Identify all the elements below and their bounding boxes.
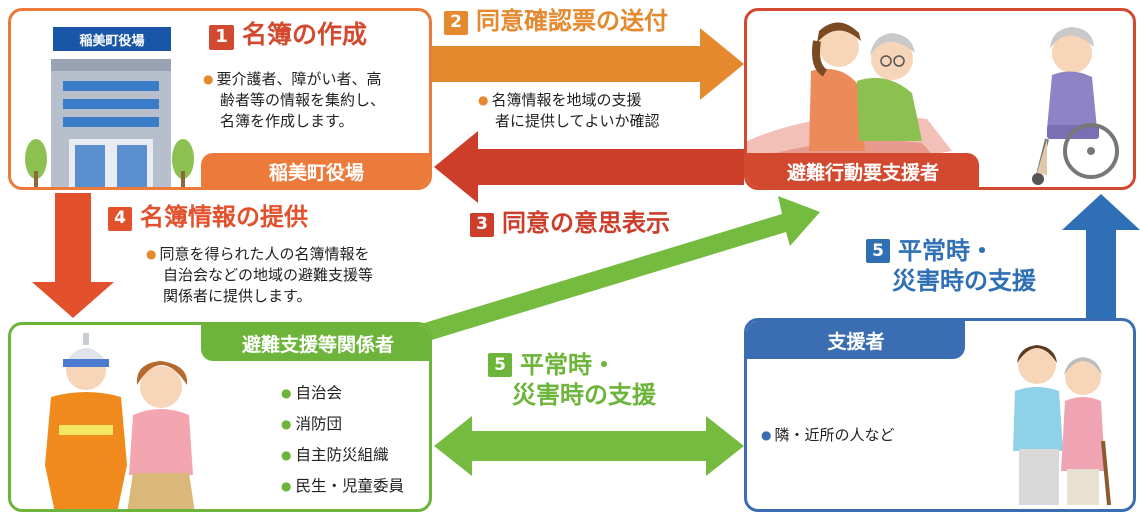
- bullet-dot: ●: [203, 72, 214, 86]
- list-item: ●消防団: [281, 412, 404, 443]
- town-hall-box: 稲美町役場 1 名簿の作成 ●要介護者、障がい者、高 齢者等の情報を集約し、 名…: [8, 8, 432, 190]
- elderly-woman-icon: [857, 33, 922, 141]
- note-line: 同意を得られた人の名簿情報を: [159, 245, 370, 263]
- arrow-diagonal-support: [421, 196, 820, 342]
- town-hall-tab: 稲美町役場: [201, 153, 429, 187]
- bullet-dot: ●: [281, 448, 292, 462]
- note-line: 名簿情報を地域の支援: [491, 91, 642, 109]
- list-item-label: 自治会: [295, 384, 342, 402]
- neighbor-couple-icon: [1013, 345, 1111, 506]
- step1-number: 1: [209, 25, 234, 50]
- step5-right-line1: 平常時・: [898, 237, 994, 265]
- list-item: ●自治会: [281, 381, 404, 412]
- step2-label: 同意確認票の送付: [476, 7, 668, 35]
- arrow-supporter-help: [1062, 194, 1140, 318]
- step3-title: 3 同意の意思表示: [470, 210, 670, 237]
- bullet-dot: ●: [281, 417, 292, 431]
- step4-title: 4 名簿情報の提供: [108, 204, 308, 231]
- caregiver-icon: [809, 22, 865, 151]
- step5-center-number: 5: [488, 353, 512, 377]
- evacuee-box: 避難行動要支援者: [744, 8, 1136, 190]
- step5-right-number: 5: [866, 239, 890, 263]
- building-sign: 稲美町役場: [53, 27, 171, 51]
- tree-icon: [172, 139, 194, 187]
- note-line: 者に提供してよいか確認: [495, 112, 660, 130]
- step4-label: 名簿情報の提供: [140, 203, 308, 231]
- arrow-list-provide: [32, 193, 114, 318]
- supporter-illustration: [1013, 345, 1111, 506]
- supporter-note-label: 隣・近所の人など: [774, 426, 895, 444]
- step2-note: ●名簿情報を地域の支援 者に提供してよいか確認: [478, 90, 660, 132]
- arrow-consent-reply: [434, 131, 744, 203]
- stakeholders-list: ●自治会 ●消防団 ●自主防災組織 ●民生・児童委員: [281, 381, 404, 505]
- step5-right-title: 5 平常時・ 災害時の支援: [866, 236, 1036, 296]
- list-item-label: 消防団: [295, 415, 342, 433]
- note-line: 自治会などの地域の避難支援等: [163, 266, 374, 284]
- arrow-consent-send: [432, 28, 744, 100]
- step5-right-line2: 災害時の支援: [892, 267, 1036, 295]
- supporter-note: ●隣・近所の人など: [761, 425, 895, 446]
- supporter-box: 支援者 ●隣・近所の人など: [744, 318, 1136, 512]
- step5-center-title: 5 平常時・ 災害時の支援: [488, 350, 656, 410]
- bullet-dot: ●: [281, 479, 292, 493]
- list-item: ●自主防災組織: [281, 443, 404, 474]
- stakeholders-tab: 避難支援等関係者: [201, 325, 429, 361]
- tree-icon: [25, 139, 47, 187]
- building-illustration: [25, 59, 194, 187]
- step4-number: 4: [108, 207, 132, 231]
- building-icon: [51, 59, 171, 187]
- stakeholders-box: 避難支援等関係者 ●自治会 ●消防団 ●自主防災組織 ●民生・児童委員: [8, 322, 432, 512]
- step4-note: ●同意を得られた人の名簿情報を 自治会などの地域の避難支援等 関係者に提供します…: [146, 244, 373, 307]
- note-line: 関係者に提供します。: [163, 287, 312, 305]
- stakeholders-illustration: [45, 333, 195, 509]
- step5-center-line1: 平常時・: [520, 351, 616, 379]
- wheelchair-user-icon: [1032, 27, 1119, 185]
- step1-title: 1 名簿の作成: [209, 21, 367, 50]
- step2-title: 2 同意確認票の送付: [444, 8, 668, 35]
- list-item: ●民生・児童委員: [281, 474, 404, 505]
- bullet-dot: ●: [761, 428, 772, 442]
- note-line: 要介護者、障がい者、高: [216, 70, 382, 88]
- list-item-label: 自主防災組織: [295, 446, 389, 464]
- list-item-label: 民生・児童委員: [295, 477, 404, 495]
- step3-number: 3: [470, 213, 494, 237]
- bullet-dot: ●: [146, 247, 157, 261]
- bullet-dot: ●: [281, 386, 292, 400]
- note-line: 齢者等の情報を集約し、: [220, 91, 386, 109]
- evacuee-tab: 避難行動要支援者: [747, 153, 979, 187]
- note-line: 名簿を作成します。: [220, 112, 354, 130]
- arrow-mutual-support: [434, 416, 744, 476]
- firefighter-icon: [45, 333, 127, 509]
- step3-label: 同意の意思表示: [502, 209, 670, 237]
- step1-label: 名簿の作成: [242, 20, 368, 49]
- step5-center-line2: 災害時の支援: [512, 381, 656, 409]
- step2-number: 2: [444, 11, 468, 35]
- supporter-tab: 支援者: [747, 321, 965, 359]
- volunteer-woman-icon: [127, 361, 195, 509]
- step1-note: ●要介護者、障がい者、高 齢者等の情報を集約し、 名簿を作成します。: [203, 69, 385, 132]
- bullet-dot: ●: [478, 93, 489, 107]
